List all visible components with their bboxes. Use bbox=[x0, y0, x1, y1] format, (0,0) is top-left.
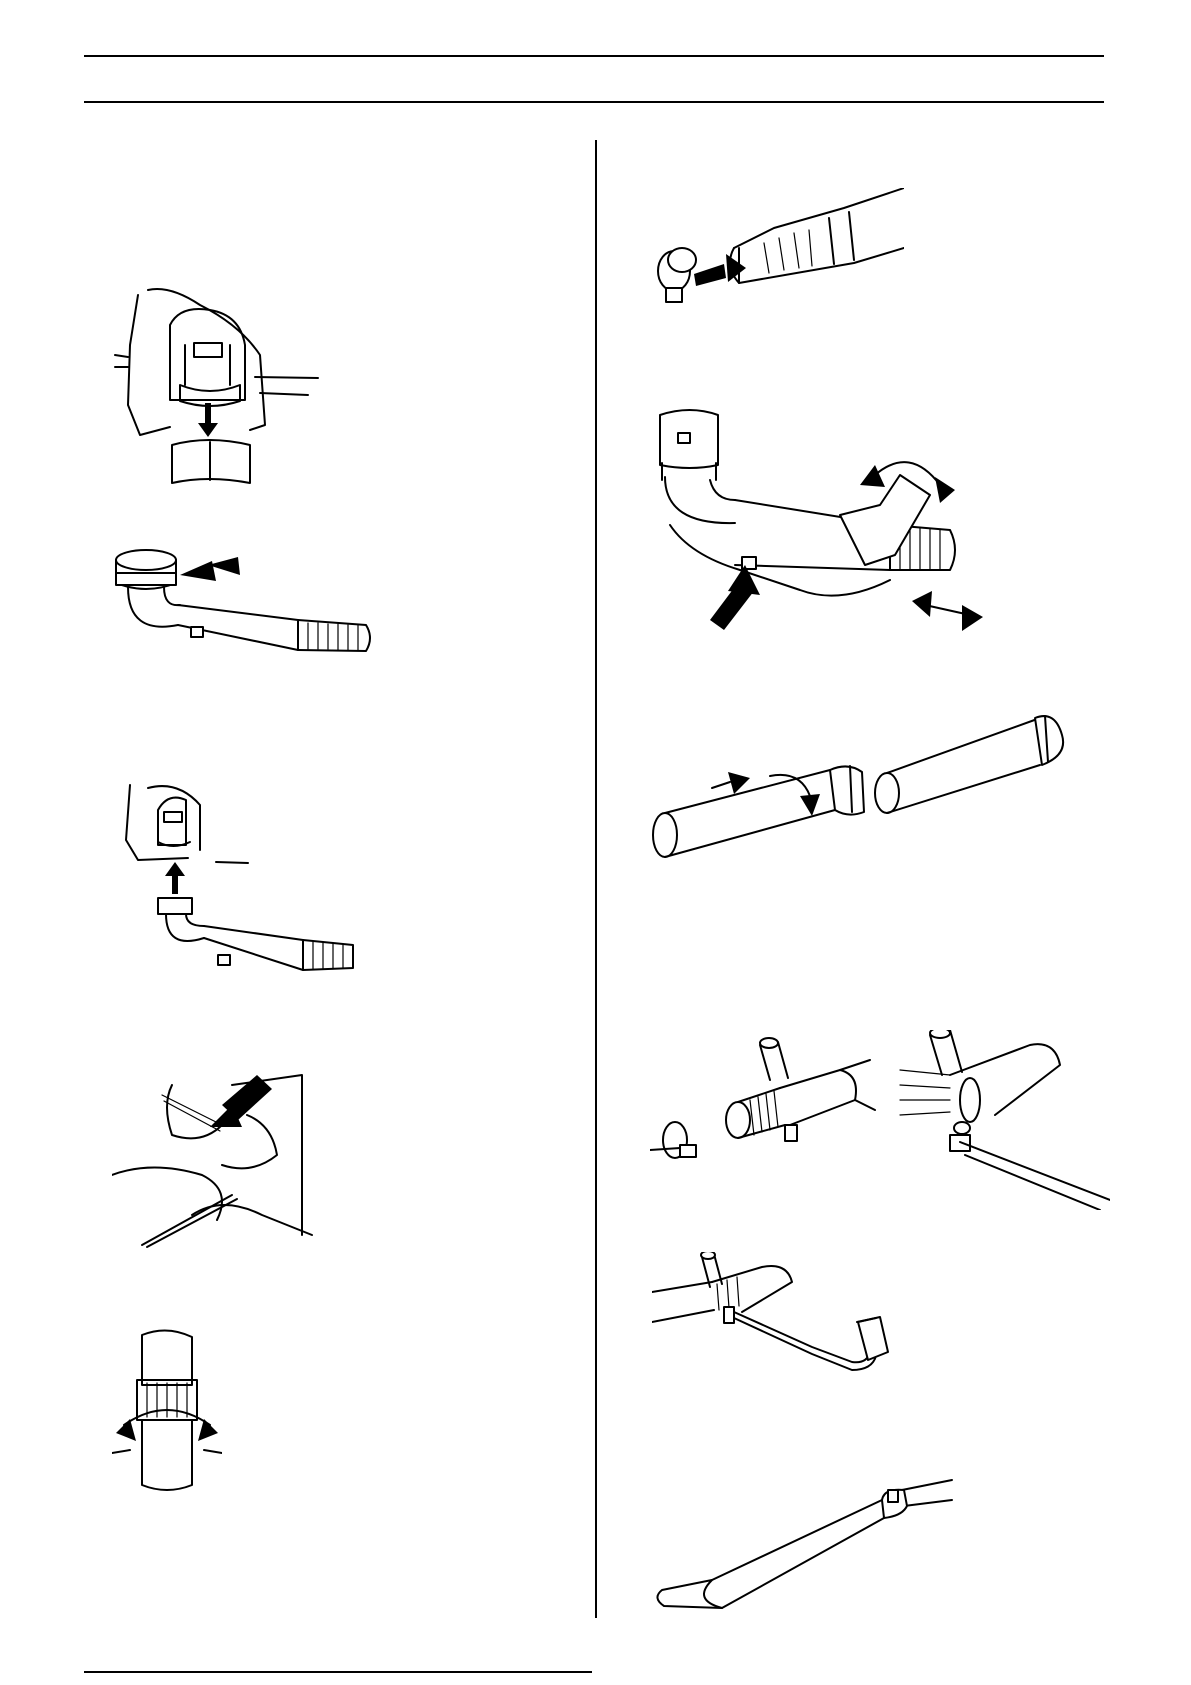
header-bottom-rule bbox=[84, 101, 1104, 103]
fig-handle-adjust bbox=[650, 405, 1000, 635]
fig-remove-elbow-clamp bbox=[110, 285, 330, 495]
fig-flat-nozzle bbox=[652, 1460, 972, 1620]
fig-support-handle bbox=[652, 1252, 912, 1402]
footer-rule bbox=[84, 1671, 592, 1673]
fig-rotate-pipe bbox=[112, 1325, 222, 1505]
fig-join-tubes bbox=[650, 700, 1070, 860]
fig-fit-elbow-to-housing bbox=[108, 780, 388, 995]
fig-clamp-on-elbow bbox=[108, 545, 408, 675]
fig-fit-pipe-clamp bbox=[654, 188, 904, 328]
fig-cable-clip bbox=[112, 1065, 322, 1250]
header-top-rule bbox=[84, 55, 1104, 57]
column-divider bbox=[595, 140, 597, 1618]
fig-mount-handle-clamp bbox=[650, 1030, 1110, 1210]
